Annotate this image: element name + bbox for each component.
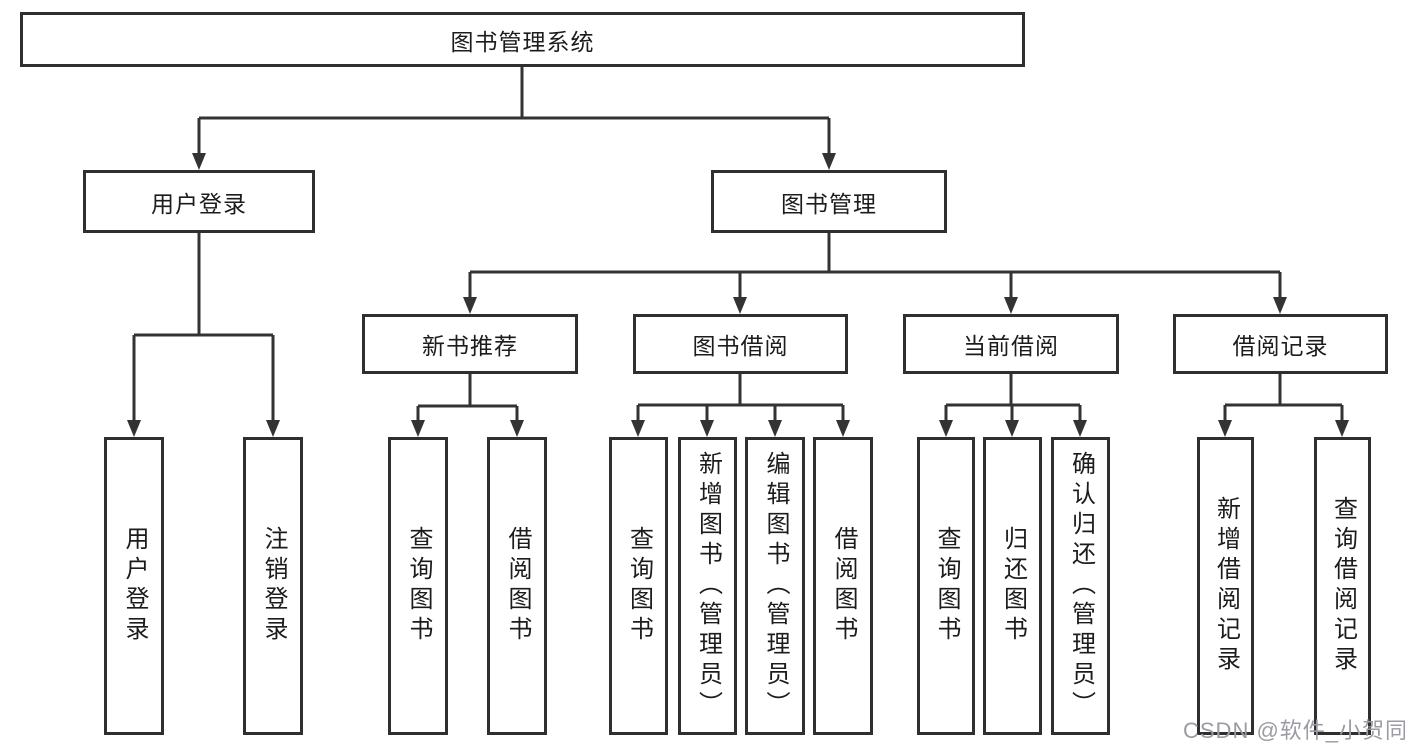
arrowhead-down-icon bbox=[411, 420, 425, 437]
leaf-label: 归还图书 bbox=[999, 526, 1027, 646]
leaf-query-book-borrow: 查询图书 bbox=[609, 437, 668, 735]
node-book-borrow: 图书借阅 bbox=[633, 314, 848, 374]
node-book-management: 图书管理 bbox=[711, 170, 947, 233]
arrowhead-down-icon bbox=[836, 420, 850, 437]
node-label: 借阅记录 bbox=[1232, 333, 1329, 359]
leaf-label: 编辑图书（管理员） bbox=[762, 451, 789, 721]
node-user-login: 用户登录 bbox=[83, 170, 315, 233]
arrowhead-down-icon bbox=[822, 153, 836, 170]
node-library-system: 图书管理系统 bbox=[20, 12, 1025, 67]
node-borrow-record: 借阅记录 bbox=[1173, 314, 1388, 374]
leaf-user-login: 用户登录 bbox=[104, 437, 164, 735]
leaf-label: 借阅图书 bbox=[830, 526, 857, 646]
arrowhead-down-icon bbox=[1005, 420, 1019, 437]
node-label: 图书借阅 bbox=[692, 333, 789, 359]
leaf-query-book-newbook: 查询图书 bbox=[388, 437, 448, 735]
leaf-label: 查询图书 bbox=[933, 526, 960, 646]
node-new-book-recommend: 新书推荐 bbox=[362, 314, 578, 374]
leaf-label: 确认归还（管理员） bbox=[1067, 451, 1095, 721]
leaf-label: 新增图书（管理员） bbox=[694, 451, 722, 721]
arrowhead-down-icon bbox=[939, 420, 953, 437]
leaf-edit-book-admin: 编辑图书（管理员） bbox=[745, 437, 805, 735]
arrowhead-down-icon bbox=[1004, 297, 1018, 314]
arrowhead-down-icon bbox=[463, 297, 477, 314]
node-label: 图书管理 bbox=[781, 190, 877, 217]
arrowhead-down-icon bbox=[510, 420, 524, 437]
leaf-borrow-book-newbook: 借阅图书 bbox=[487, 437, 547, 735]
leaf-confirm-return-admin: 确认归还（管理员） bbox=[1051, 437, 1110, 735]
arrowhead-down-icon bbox=[700, 420, 714, 437]
leaf-query-borrow-record: 查询借阅记录 bbox=[1314, 437, 1371, 735]
leaf-label: 用户登录 bbox=[121, 526, 148, 646]
leaf-label: 借阅图书 bbox=[504, 526, 531, 646]
arrowhead-down-icon bbox=[768, 420, 782, 437]
leaf-label: 新增借阅记录 bbox=[1212, 496, 1240, 676]
node-label: 当前借阅 bbox=[963, 333, 1059, 359]
arrowhead-down-icon bbox=[1273, 297, 1287, 314]
arrowhead-down-icon bbox=[631, 420, 645, 437]
leaf-query-book-current: 查询图书 bbox=[917, 437, 975, 735]
node-label: 图书管理系统 bbox=[450, 28, 595, 55]
leaf-return-book: 归还图书 bbox=[983, 437, 1042, 735]
node-current-borrow: 当前借阅 bbox=[903, 314, 1119, 374]
arrowhead-down-icon bbox=[192, 153, 206, 170]
leaf-label: 注销登录 bbox=[260, 526, 287, 646]
arrowhead-down-icon bbox=[1218, 420, 1232, 437]
watermark: CSDN @软件_小贺同学 bbox=[1183, 718, 1405, 743]
arrowhead-down-icon bbox=[266, 420, 280, 437]
arrowhead-down-icon bbox=[733, 297, 747, 314]
arrowhead-down-icon bbox=[1335, 420, 1349, 437]
leaf-add-borrow-record: 新增借阅记录 bbox=[1197, 437, 1254, 735]
leaf-label: 查询图书 bbox=[625, 526, 653, 646]
node-label: 用户登录 bbox=[151, 190, 247, 217]
node-label: 新书推荐 bbox=[422, 333, 518, 359]
arrowhead-down-icon bbox=[1073, 420, 1087, 437]
leaf-logout: 注销登录 bbox=[243, 437, 303, 735]
leaf-add-book-admin: 新增图书（管理员） bbox=[678, 437, 737, 735]
arrowhead-down-icon bbox=[127, 420, 141, 437]
leaf-label: 查询图书 bbox=[405, 526, 432, 646]
leaf-label: 查询借阅记录 bbox=[1329, 496, 1357, 676]
leaf-borrow-book-borrow: 借阅图书 bbox=[813, 437, 873, 735]
